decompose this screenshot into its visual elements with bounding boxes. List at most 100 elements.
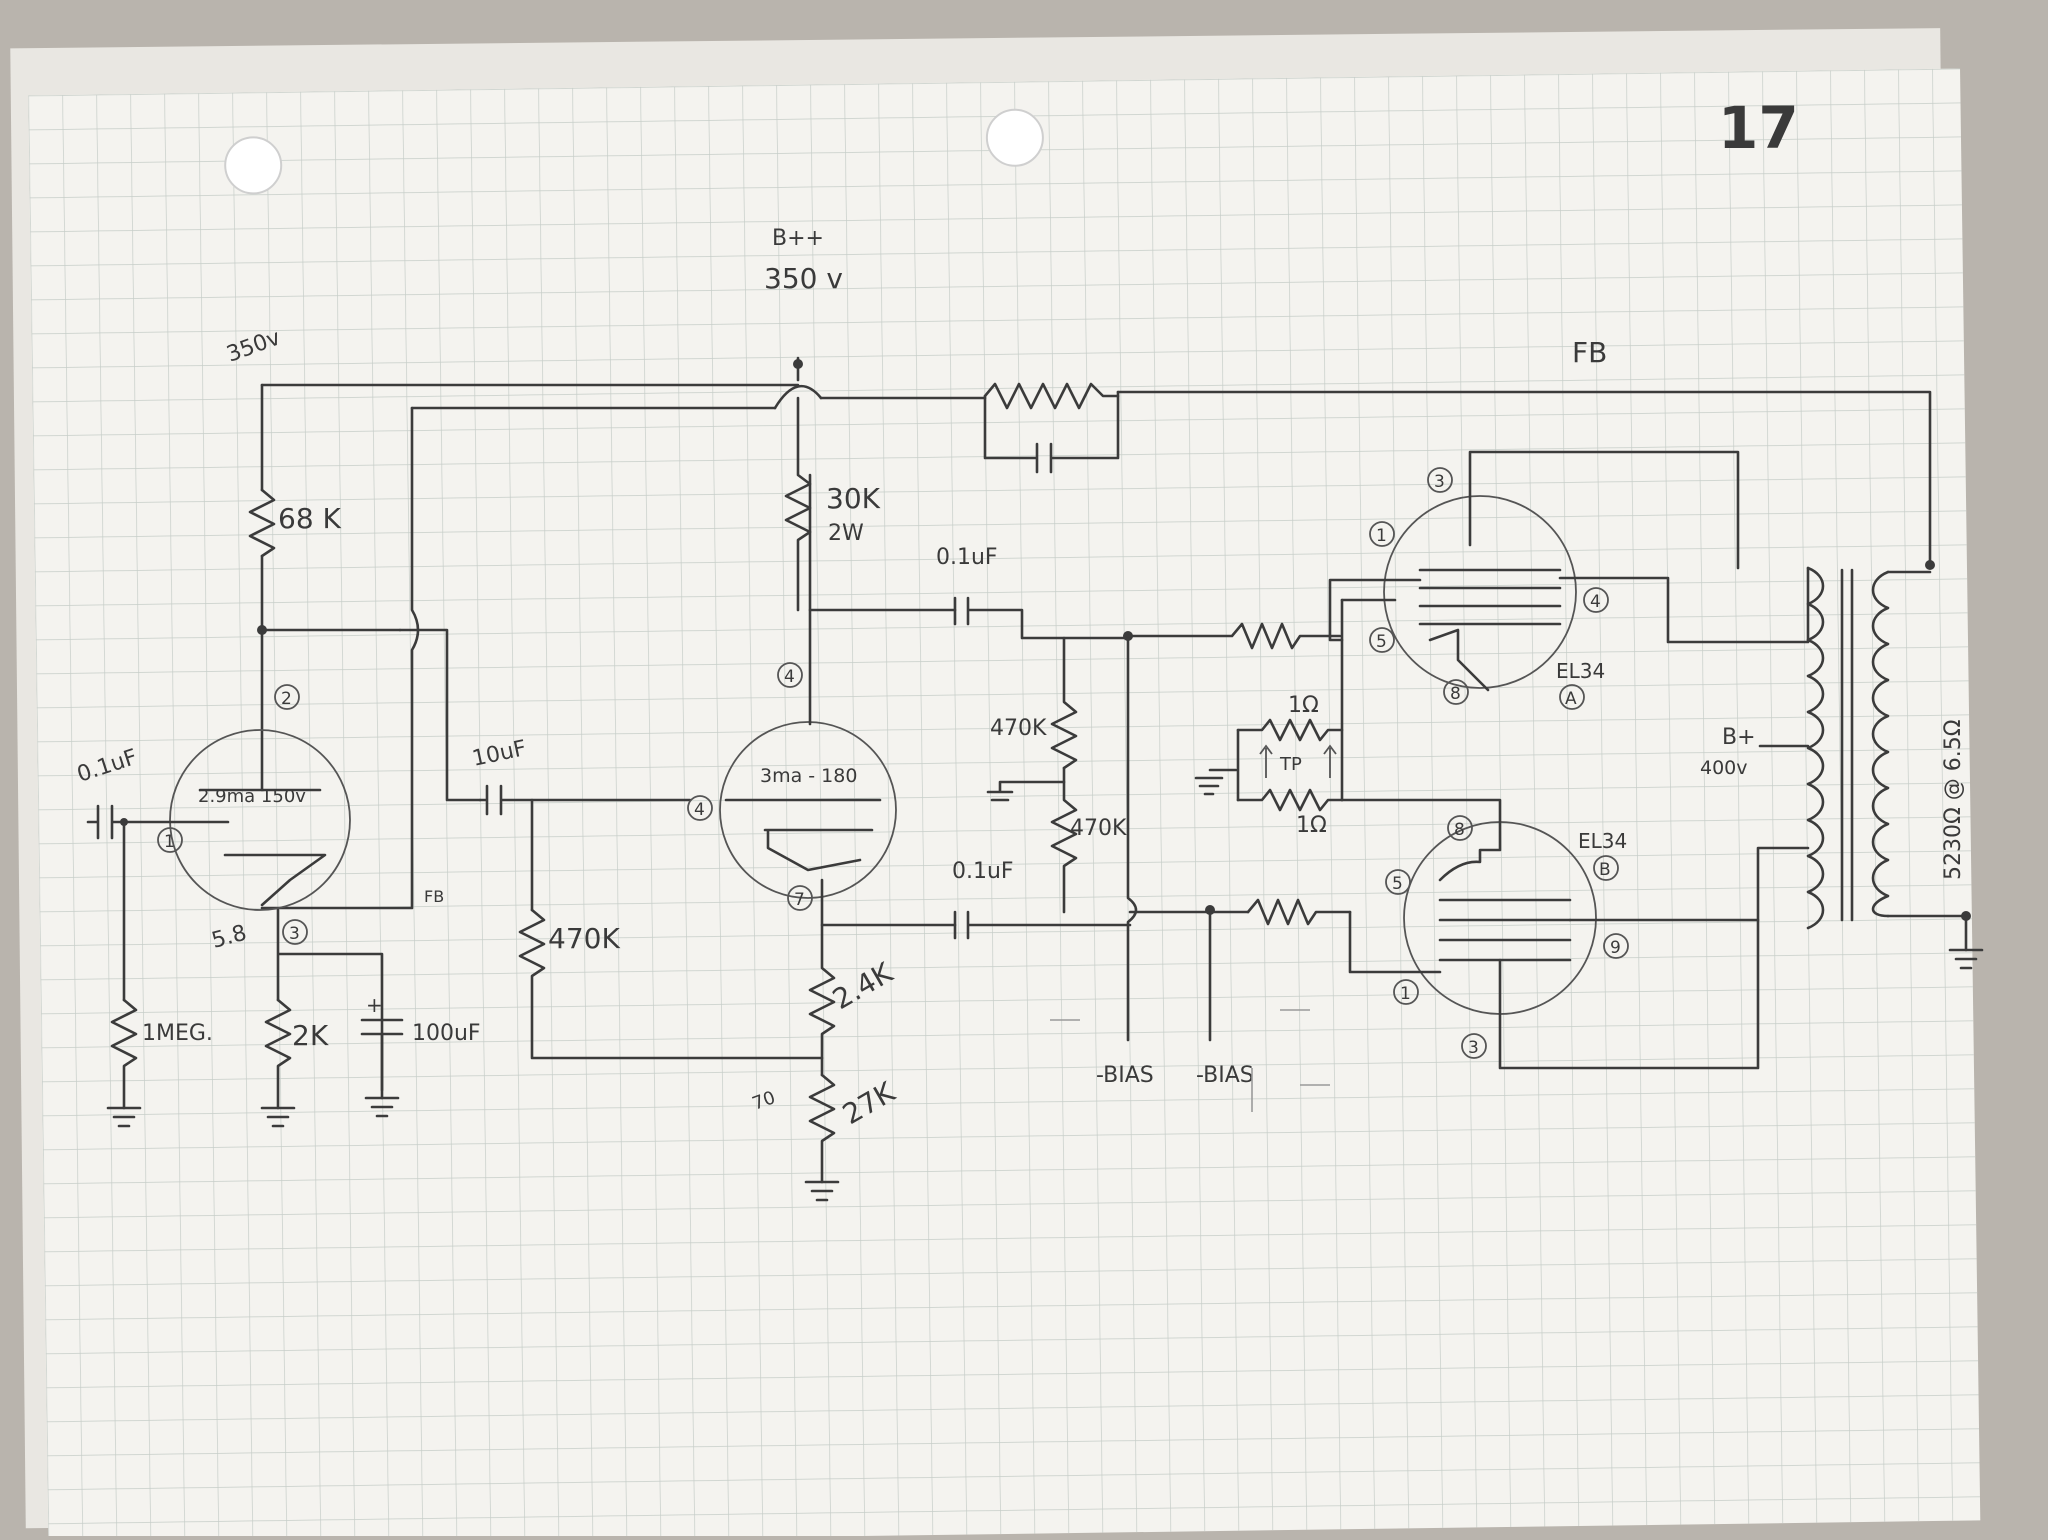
el34-b-pin-3-circle [1461,1033,1487,1059]
el34-b-pin-9: 9 [1610,938,1621,958]
el34-b-pin-3: 3 [1468,1038,1479,1058]
el34-a-pin-3-circle [1427,467,1453,493]
bias-line-right [1128,908,1250,1042]
secondary-node [1961,911,1971,921]
page-number: 17 [1718,94,1799,162]
el34-a-cathode [1428,628,1490,692]
resistor-30k [784,396,812,612]
bplus-label: B+ [1722,725,1756,750]
ground-1meg [106,1106,142,1128]
el34-a-pin-8: 8 [1450,684,1461,704]
graph-paper-sheet [28,68,1981,1540]
tube-2-pin-4-circle [777,662,803,688]
cap-100uf-plus: + [366,993,383,1017]
el34-a-id-circle [1559,684,1585,710]
grid-2-wire [530,798,692,912]
tube-2-envelope [719,721,897,899]
el34-b-id: B [1599,860,1611,880]
fb-node [1925,560,1935,570]
label-cap-01-top: 0.1uF [936,545,998,570]
el34-a-pin-8-circle [1443,679,1469,705]
el34-a-pin-4: 4 [1590,592,1601,612]
fb-top-label: FB [1572,336,1607,369]
bpp-voltage-label: 350 v [764,262,843,295]
tube-2-cathode [763,828,874,872]
resistor-470k-c [1050,766,1078,914]
tp-label: TP [1279,754,1302,775]
bias-left-label: -BIAS [1096,1063,1154,1088]
el34-b-g1-wire [1348,910,1442,974]
grid-stopper-b [1246,898,1352,926]
wire-coupling-top [398,628,482,802]
el34-a-pin-1-circle [1369,521,1395,547]
ground-2k [260,1106,296,1128]
fb-vertical-left [260,406,420,910]
tube-1-envelope [169,729,351,911]
el34-b-id-circle [1593,855,1619,881]
el34-b-pin-9-circle [1603,933,1629,959]
el34-a-label: EL34 [1556,659,1605,683]
bias-ground-small [986,780,1066,802]
tp-ground [1194,768,1238,796]
cap-10uf [478,784,534,816]
transformer-primary [1806,566,1825,930]
resistor-2-4k [808,923,836,1077]
resistor-1meg [110,998,138,1110]
el34-a-pin-5: 5 [1376,632,1387,652]
grid-stopper-a [1126,622,1342,650]
el34-a-pin-5-circle [1369,627,1395,653]
fb-cap-network [983,390,1120,474]
el34-a-envelope [1383,495,1577,689]
ground-27k [804,1180,840,1202]
label-1ohm-top: 1Ω [1288,693,1319,718]
tube-1-pin-3-circle [282,919,308,945]
label-cap-01-bot: 0.1uF [952,859,1014,884]
cap-01-top [953,596,1130,640]
bpp-label: B++ [772,226,824,251]
secondary-ground [1948,948,1984,970]
binder-hole-left [224,136,283,195]
el34-b-pin-8-circle [1447,815,1473,841]
bplus-voltage-label: 400v [1700,757,1748,779]
label-470k-b: 470K [990,716,1047,741]
tube-2-pin-7: 7 [794,890,805,910]
fb-resistor [983,382,1120,410]
transformer-core [1840,568,1854,922]
tube-1-pin-2-circle [274,684,300,710]
el34-b-cathode [1340,798,1502,882]
erased-marks [1050,1009,1330,1112]
tube-1-pin-1-circle [157,827,183,853]
resistor-470k-a [518,908,824,1060]
fb-small-label: FB [424,887,444,906]
tube-1-note: 2.9ma 150v [198,786,306,807]
binder-hole-right [985,108,1044,167]
label-470k-c: 470K [1070,816,1127,841]
resistor-1ohm-bot [1236,788,1344,812]
input-wire [86,804,230,840]
label-30k: 30K [826,482,881,515]
el34-a-g1-wire [1328,578,1422,642]
resistor-1ohm-top [1236,718,1344,742]
el34-b-g2-wire [1498,918,1760,1070]
cap-01-bot [953,910,1132,940]
bias-line-left [1126,634,1138,1042]
ground-100uf [364,1096,400,1118]
tube-1-pin-2: 2 [281,689,292,709]
resistor-68k [248,488,276,558]
el34-a-pin-3: 3 [1434,472,1445,492]
tp-arrows [1259,744,1337,778]
el34-a-grids [1418,568,1562,626]
el34-a-pin-4-circle [1583,587,1609,613]
label-68k: 68 K [278,502,342,535]
el34-a-plate-wire [1558,566,1810,644]
label-470k-a: 470K [548,922,620,955]
transformer-secondary [1871,570,1890,918]
el34-b-pin-1-circle [1393,979,1419,1005]
el34-b-plate-wire [1568,846,1810,922]
resistor-470k-b [1050,636,1078,770]
tube-2-pin-7-circle [787,885,813,911]
tube-1-pin-3: 3 [289,924,300,944]
bpp-node [793,359,803,369]
